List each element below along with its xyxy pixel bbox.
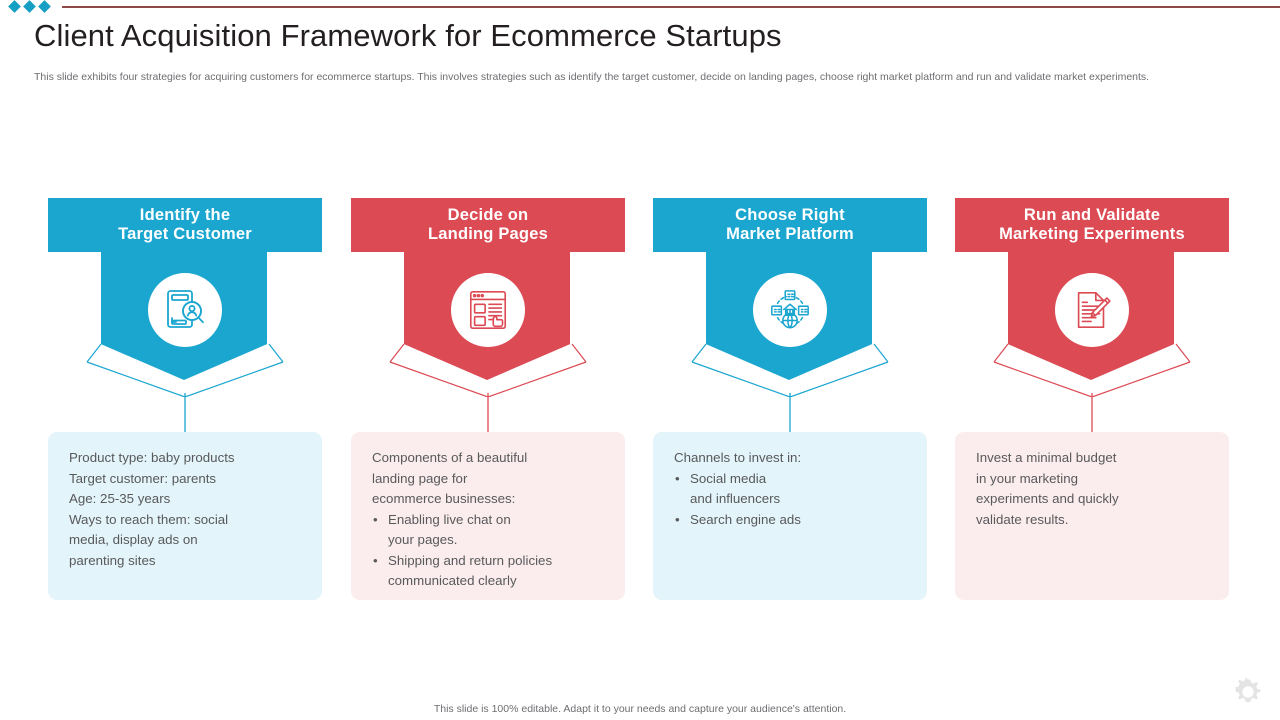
step-header-banner: Identify the Target Customer — [48, 198, 322, 252]
step-icon-circle — [451, 273, 525, 347]
step-column-decide-on-landing-pages[interactable]: Decide on Landing Pages — [351, 198, 625, 444]
step-title-line1: Identify the — [139, 206, 231, 224]
step-title-line1: Run and Validate — [1023, 206, 1161, 224]
step-column-choose-right-market-platform[interactable]: Choose Right Market Platform — [653, 198, 927, 444]
step-icon-circle — [148, 273, 222, 347]
landing-page-click-icon — [469, 291, 507, 329]
user-search-mobile-icon — [167, 290, 204, 328]
step-ribbon — [955, 252, 1229, 444]
step-title-line1: Choose Right — [735, 206, 845, 224]
top-left-diamond-decoration — [8, 0, 66, 13]
step-note-card: Invest a minimal budget in your marketin… — [955, 432, 1229, 600]
step-icon-circle — [1055, 273, 1129, 347]
step-column-run-and-validate-marketing-experiments[interactable]: Run and Validate Marketing Experiments — [955, 198, 1229, 444]
note-bullet-item: Enabling live chat on your pages. — [372, 510, 607, 551]
note-bullet-list: Social media and influencersSearch engin… — [674, 469, 909, 531]
page-title: Client Acquisition Framework for Ecommer… — [34, 18, 782, 53]
step-title-line2: Market Platform — [726, 225, 854, 243]
step-header-banner: Decide on Landing Pages — [351, 198, 625, 252]
top-divider-rule — [62, 6, 1280, 8]
note-bullet-item: Shipping and return policies communicate… — [372, 551, 607, 592]
step-ribbon — [48, 252, 322, 444]
document-pencil-icon — [1077, 291, 1111, 329]
diamond-icon — [23, 0, 36, 13]
note-bullet-item: Social media and influencers — [674, 469, 909, 510]
diamond-icon — [8, 0, 21, 13]
step-note-card: Components of a beautiful landing page f… — [351, 432, 625, 600]
step-title-line2: Target Customer — [118, 225, 252, 243]
step-header-banner: Run and Validate Marketing Experiments — [955, 198, 1229, 252]
note-lead-text: Product type: baby products Target custo… — [69, 450, 235, 568]
footer-note: This slide is 100% editable. Adapt it to… — [433, 703, 847, 715]
step-icon-circle — [753, 273, 827, 347]
diamond-icon — [38, 0, 51, 13]
step-ribbon — [653, 252, 927, 444]
step-note-card: Channels to invest in: Social media and … — [653, 432, 927, 600]
note-bullet-item: Search engine ads — [674, 510, 909, 531]
step-ribbon — [351, 252, 625, 444]
gear-icon — [1228, 672, 1268, 712]
note-bullet-list: Enabling live chat on your pages.Shippin… — [372, 510, 607, 592]
step-header-banner: Choose Right Market Platform — [653, 198, 927, 252]
step-column-identify-target-customer[interactable]: Identify the Target Customer — [48, 198, 322, 444]
note-lead-text: Invest a minimal budget in your marketin… — [976, 450, 1119, 527]
step-title-line2: Marketing Experiments — [999, 225, 1185, 243]
step-note-card: Product type: baby products Target custo… — [48, 432, 322, 600]
note-lead-text: Channels to invest in: — [674, 450, 802, 465]
page-subtitle: This slide exhibits four strategies for … — [34, 71, 1150, 83]
step-title-line1: Decide on — [447, 206, 529, 224]
step-title-line2: Landing Pages — [428, 225, 548, 243]
global-marketplace-icon — [771, 290, 809, 329]
note-lead-text: Components of a beautiful landing page f… — [372, 450, 528, 506]
